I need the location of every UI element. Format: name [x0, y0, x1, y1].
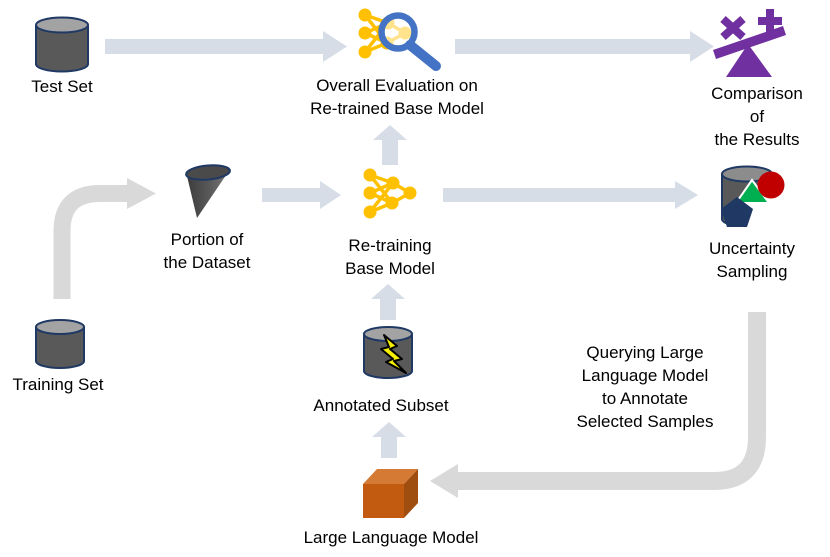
- arrow-llm-to-annotated: [372, 422, 406, 458]
- arrow-uncertainty-to-llm: [430, 312, 766, 498]
- llm-label: Large Language Model: [303, 528, 479, 547]
- retraining-label: Re-training Base Model: [345, 236, 435, 278]
- arrow-retraining-to-uncertainty: [443, 181, 698, 209]
- lightning-bolt-icon: [380, 334, 407, 374]
- evaluation-network-magnifier-icon: [356, 6, 441, 71]
- annotated-subset-label: Annotated Subset: [313, 396, 449, 415]
- llm-cube-icon: [363, 469, 418, 518]
- navy-pentagon-icon: [721, 197, 753, 227]
- training-set-cylinder-icon: [35, 319, 85, 369]
- comparison-balance-icon: [713, 9, 786, 77]
- query-annotation-label: Querying Large Language Model to Annotat…: [576, 343, 714, 431]
- portion-dataset-label: Portion of the Dataset: [163, 230, 251, 272]
- test-set-cylinder-icon: [35, 16, 89, 73]
- uncertainty-label: Uncertainty Sampling: [709, 239, 795, 281]
- arrow-trainingset-to-portion: [53, 178, 156, 299]
- arrow-testset-to-evaluation: [105, 31, 347, 62]
- annotated-subset-cylinder-icon: [363, 326, 413, 379]
- test-set-label: Test Set: [31, 77, 93, 96]
- portion-cone-icon: [185, 164, 231, 218]
- arrow-annotated-to-retraining: [371, 284, 405, 320]
- arrow-evaluation-to-comparison: [455, 31, 714, 62]
- red-circle-icon: [757, 171, 785, 199]
- training-set-label: Training Set: [12, 375, 104, 394]
- uncertainty-sampling-icon: [721, 165, 792, 232]
- arrow-portion-to-retraining: [262, 181, 341, 209]
- retraining-network-icon: [361, 166, 419, 221]
- arrow-retraining-to-evaluation: [373, 125, 407, 165]
- overall-evaluation-label: Overall Evaluation on Re-trained Base Mo…: [310, 76, 484, 118]
- comparison-results-label: Comparison of the Results: [711, 84, 803, 149]
